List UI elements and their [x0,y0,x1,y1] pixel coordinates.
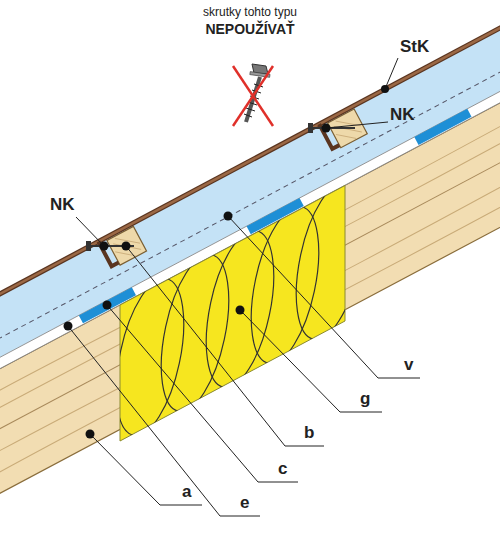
insulation-fibres [104,177,376,442]
insulation [120,186,345,442]
sheet-hook [98,238,118,266]
sheet-hook [319,120,339,148]
leader-lines [68,58,420,516]
blue-pad [414,109,471,145]
nk-screw [86,123,355,251]
warning-title: NEPOUŽÍVAŤ [205,22,294,37]
part-label: NK [50,196,75,215]
callout-letter: c [278,460,287,479]
part-label: StK [400,38,429,57]
callout-letter: g [360,390,370,409]
callout-letter: a [182,483,191,502]
callout-letter: v [404,356,413,375]
callout-letter: b [304,424,314,443]
forbidden-screw-symbol [233,64,273,126]
warning-caption: skrutky tohto typu [203,6,297,19]
part-label: NK [390,106,415,125]
callout-dots [64,85,390,439]
roof-layers [0,0,500,515]
callout-letter: e [240,494,249,513]
